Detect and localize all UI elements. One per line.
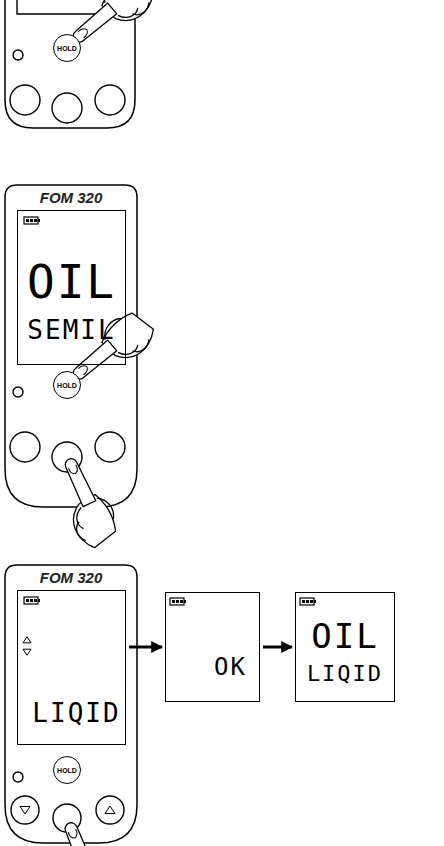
display-reading: OIL	[311, 619, 378, 653]
step-arrow	[263, 646, 292, 649]
device-button	[95, 85, 125, 115]
step-arrow	[129, 646, 162, 649]
hold-button: HOLD	[53, 34, 81, 62]
device-button	[10, 85, 40, 115]
pointing-hand	[47, 816, 120, 846]
display-reading: OIL	[27, 259, 116, 305]
down-indicator	[23, 649, 31, 655]
display-reading: LIQID	[32, 700, 120, 726]
hold-button: HOLD	[53, 371, 81, 399]
indicator-led	[13, 50, 23, 60]
pointing-hand	[47, 452, 124, 552]
hold-button: HOLD	[53, 756, 81, 784]
battery-icon	[24, 597, 40, 604]
display-reading: SEMIL	[27, 317, 115, 343]
model-name: FOM 320	[40, 570, 103, 585]
lcd-screen: LIQID	[17, 590, 126, 745]
device-housing	[5, 565, 137, 843]
device-button	[95, 432, 125, 462]
device-body: FOM 320OIL SEMIL HOLD	[5, 185, 137, 507]
display-reading: LIQID	[307, 663, 383, 685]
battery-icon	[300, 598, 316, 605]
device-button	[96, 796, 124, 824]
battery-icon	[170, 598, 186, 605]
device-button	[52, 93, 82, 123]
device-body: FOM 320LIQID HOLD	[5, 565, 137, 843]
lcd-screen: OIL LIQID	[295, 592, 395, 702]
down-button-symbol	[20, 807, 30, 815]
battery-icon	[24, 217, 40, 224]
up-button-symbol	[105, 806, 115, 814]
button-label: HOLD	[57, 45, 77, 52]
device-button	[10, 432, 40, 462]
button-label: HOLD	[57, 767, 77, 774]
device-button	[11, 796, 39, 824]
lcd-screen: OK	[165, 592, 260, 702]
lcd-screen: OIL SEMIL	[17, 210, 126, 365]
button-label: HOLD	[57, 382, 77, 389]
indicator-led	[13, 387, 23, 397]
display-reading: OK	[214, 655, 247, 679]
up-indicator	[23, 637, 31, 643]
indicator-led	[13, 772, 23, 782]
model-name: FOM 320	[40, 190, 103, 205]
